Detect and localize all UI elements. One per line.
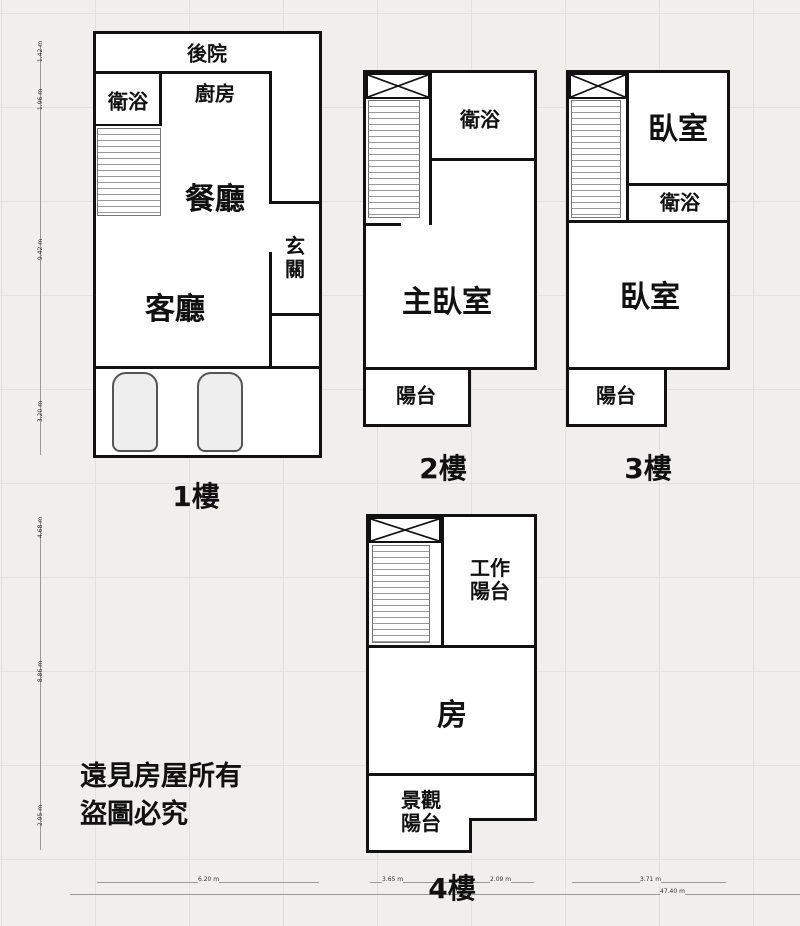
room-kitchen: 廚房 <box>195 81 235 106</box>
room-bedroom: 臥室 <box>648 111 708 147</box>
dimension-label: 2.09 m <box>490 876 512 883</box>
room-backyard: 後院 <box>187 41 227 66</box>
dimension-label: 47.40 m <box>660 888 685 895</box>
room-entry: 玄 關 <box>285 234 305 281</box>
elevator-icon <box>569 73 627 99</box>
dimension-line <box>40 520 41 850</box>
dimension-label: 6.20 m <box>198 876 220 883</box>
room-work-balcony: 工作 陽台 <box>470 556 510 603</box>
room-bedroom: 臥室 <box>620 279 680 315</box>
car-icon <box>112 372 158 452</box>
room-bathroom: 衛浴 <box>108 89 148 114</box>
room-bathroom: 衛浴 <box>460 107 500 132</box>
room-dining: 餐廳 <box>185 181 245 217</box>
copyright-line-2: 盜圖必究 <box>80 799 188 830</box>
room-balcony: 陽台 <box>596 383 636 408</box>
room-view-balcony: 景觀 陽台 <box>401 788 441 835</box>
room-master-bedroom: 主臥室 <box>402 284 492 320</box>
dimension-line <box>370 882 534 883</box>
dimension-label: 1.96 m <box>37 88 45 111</box>
elevator-icon <box>366 73 430 99</box>
room-balcony: 陽台 <box>396 383 436 408</box>
floor-4-label: 4樓 <box>428 872 476 905</box>
dimension-label: 9.42 m <box>37 238 45 261</box>
room-living: 客廳 <box>145 291 205 327</box>
dimension-label: 8.86 m <box>37 660 45 683</box>
elevator-icon <box>369 517 441 543</box>
floor-2-label: 2樓 <box>419 452 467 485</box>
dimension-label: 4.68 m <box>37 516 45 539</box>
dimension-label: 3.20 m <box>37 400 45 423</box>
floor-1-label: 1樓 <box>172 480 220 513</box>
floor-3-label: 3樓 <box>624 452 672 485</box>
copyright-line-1: 遠見房屋所有 <box>80 761 242 792</box>
room-bathroom: 衛浴 <box>660 190 700 215</box>
dimension-label: 2.95 m <box>37 804 45 827</box>
dimension-label: 3.65 m <box>382 876 404 883</box>
dimension-label: 3.71 m <box>640 876 662 883</box>
copyright-notice: 遠見房屋所有 盜圖必究 <box>80 758 242 834</box>
room-room: 房 <box>437 697 467 733</box>
car-icon <box>197 372 243 452</box>
dimension-line <box>70 894 800 895</box>
dimension-line <box>40 45 41 455</box>
dimension-label: 1.42 m <box>37 40 45 63</box>
